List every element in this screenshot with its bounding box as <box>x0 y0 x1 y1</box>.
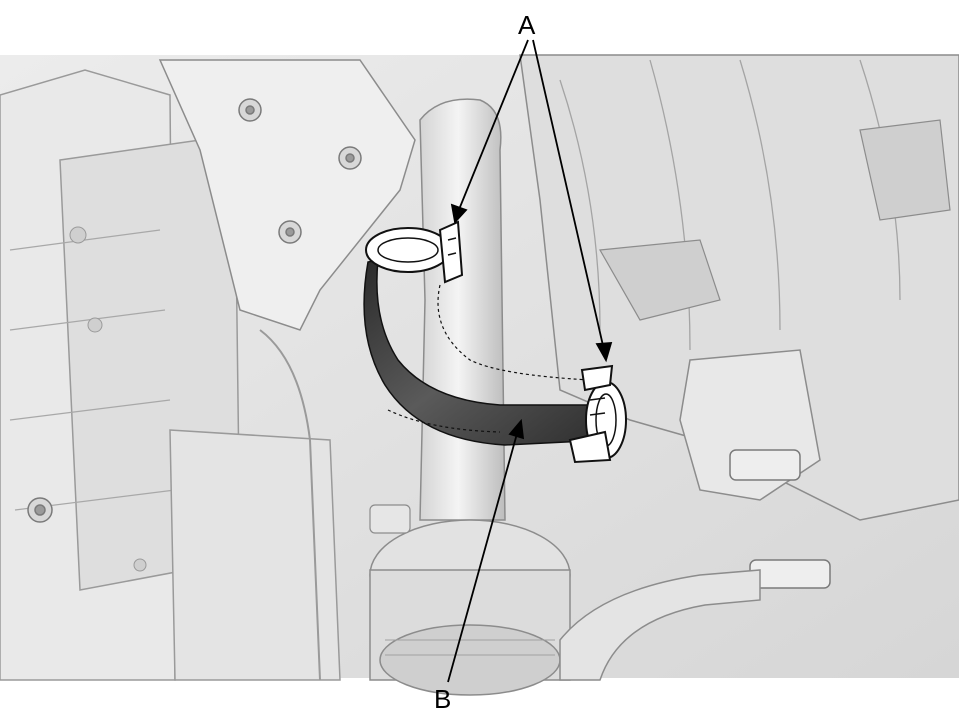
hose-body <box>363 259 607 446</box>
leader-line-a-upper <box>457 39 529 213</box>
coolant-pipe-vertical <box>419 98 506 521</box>
housing-ribs <box>559 59 901 351</box>
leader-line-a-lower <box>532 39 605 351</box>
arrowhead-b <box>508 418 525 440</box>
arrowhead-a-upper <box>450 203 468 224</box>
hose-hidden-edge <box>437 284 591 381</box>
bolt-heads <box>27 98 362 523</box>
mount-bolts <box>729 449 831 589</box>
callout-label-b: B <box>434 684 451 714</box>
pump-housing <box>369 504 571 696</box>
panel-holes <box>69 226 147 572</box>
engine-bay <box>0 54 959 696</box>
leader-line-b <box>447 429 519 683</box>
lower-coolant-hose <box>559 569 761 681</box>
coolant-hose-b <box>363 259 607 446</box>
arrowhead-a-lower <box>595 342 613 363</box>
hose-clamp-lower <box>568 364 627 464</box>
hose-clamp-upper <box>365 220 464 284</box>
bracket-plate <box>158 59 416 331</box>
cross-member <box>169 429 341 681</box>
leader-lines <box>447 39 613 683</box>
frame-ribs <box>9 229 176 511</box>
brake-line <box>259 329 321 681</box>
callout-label-a: A <box>518 10 536 40</box>
housing-bosses <box>599 119 951 321</box>
